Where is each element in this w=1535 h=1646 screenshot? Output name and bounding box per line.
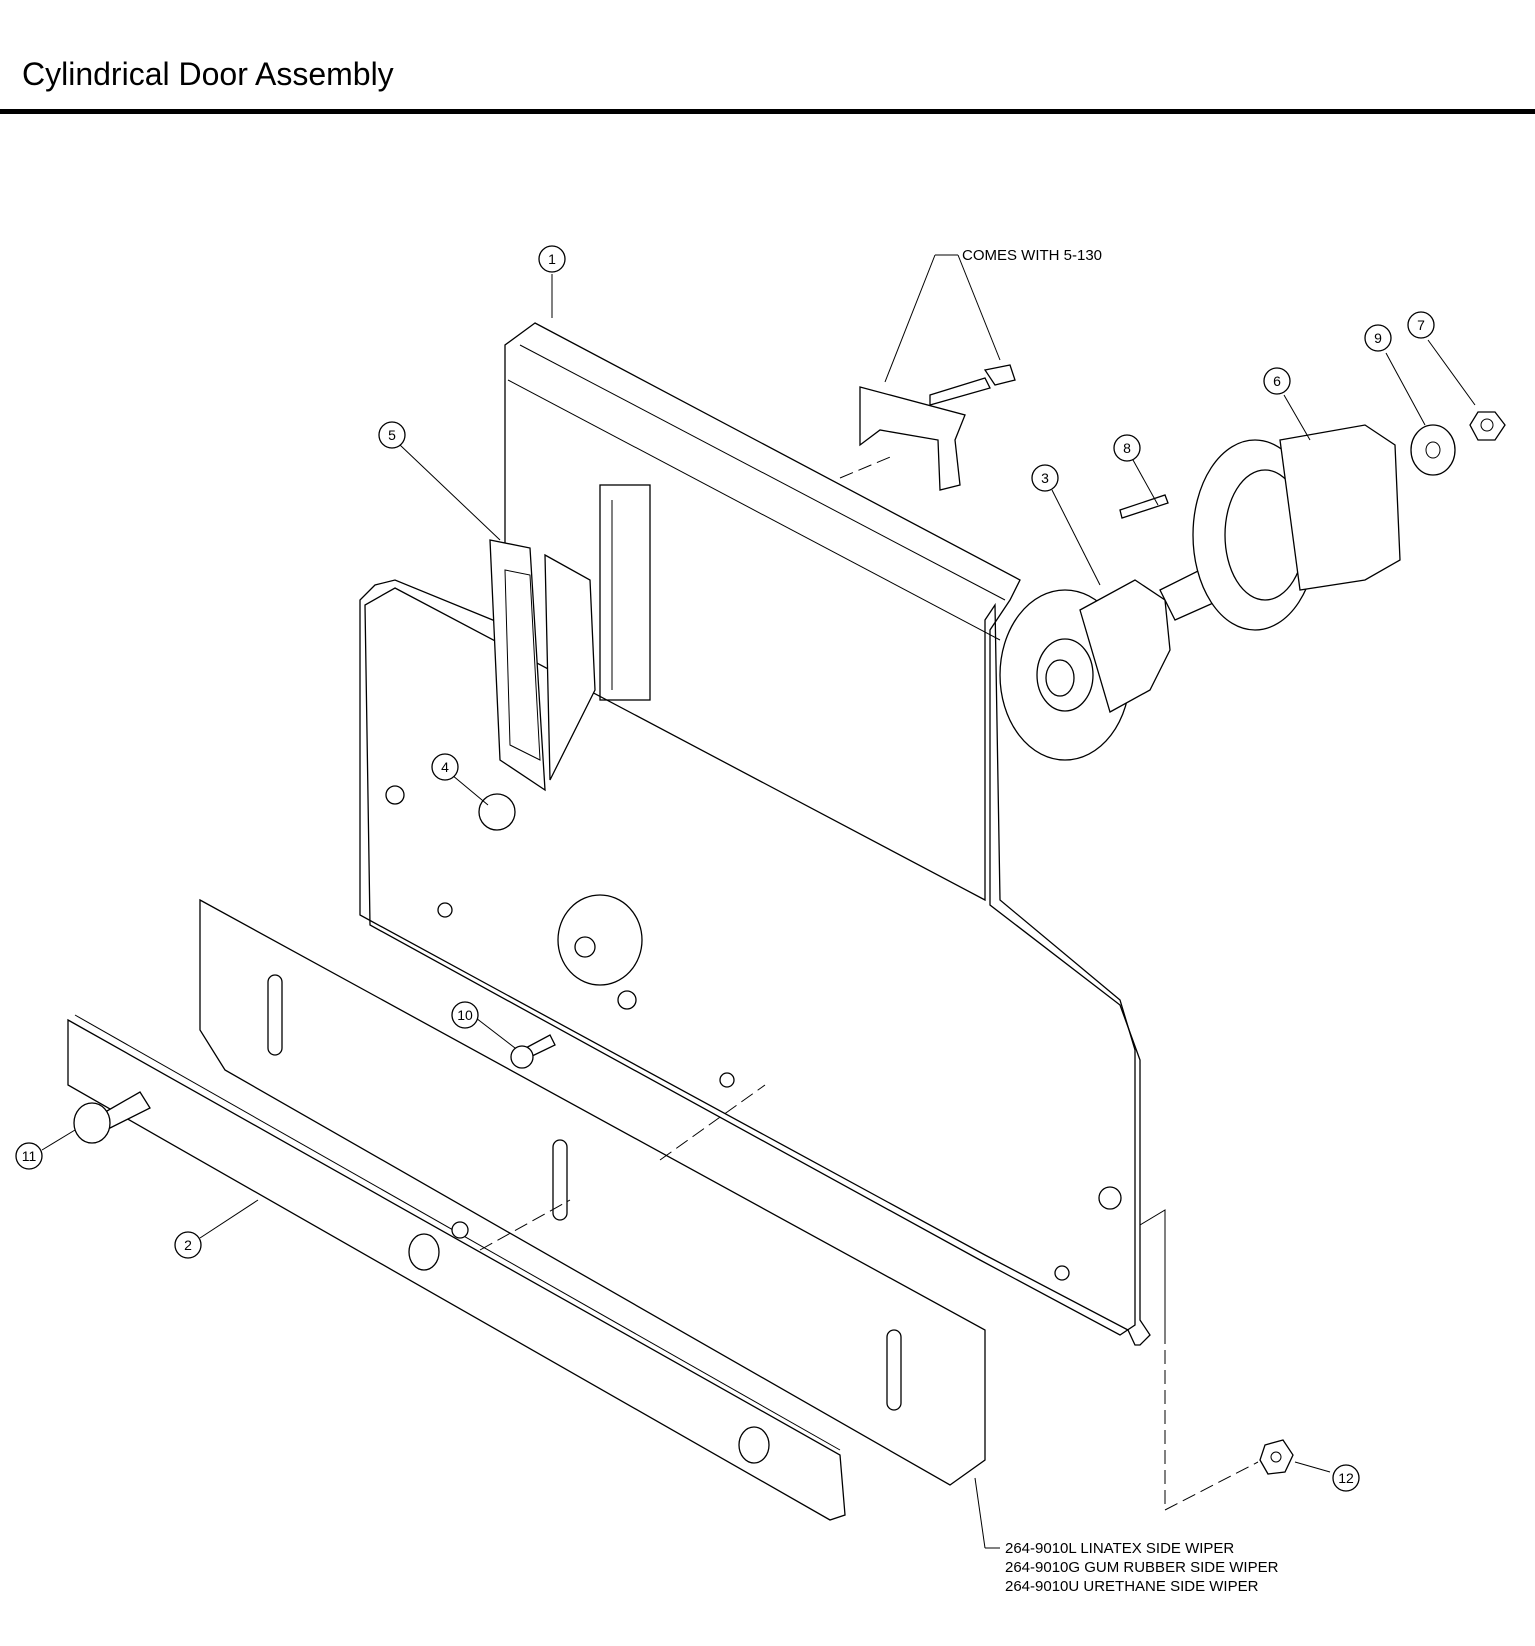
wiper-option-urethane: 264-9010U URETHANE SIDE WIPER (1005, 1578, 1259, 1595)
latch-part (489, 539, 596, 792)
svg-text:1: 1 (548, 251, 556, 267)
svg-text:6: 6 (1273, 373, 1281, 389)
hub-part (999, 564, 1221, 761)
svg-text:2: 2 (184, 1237, 192, 1253)
svg-text:8: 8 (1123, 440, 1131, 456)
page-title: Cylindrical Door Assembly (22, 56, 394, 92)
leader-lines (41, 254, 1476, 1549)
callout-9: 9 (1364, 324, 1392, 352)
side-wiper-strip-part (67, 898, 986, 1521)
svg-text:9: 9 (1374, 330, 1382, 346)
title-divider (0, 109, 1535, 114)
callout-12: 12 (1332, 1464, 1360, 1492)
washer-part (1410, 424, 1456, 476)
bracket-part (859, 364, 1016, 491)
callout-3: 3 (1031, 464, 1059, 492)
svg-text:10: 10 (457, 1007, 473, 1023)
svg-text:3: 3 (1041, 470, 1049, 486)
hex-nut-part (1469, 411, 1506, 441)
svg-text:12: 12 (1338, 1470, 1354, 1486)
callout-1: 1 (538, 245, 566, 273)
svg-text:11: 11 (22, 1148, 37, 1164)
bearing-flange-part (1192, 424, 1401, 631)
lock-nut-part (1259, 1439, 1294, 1475)
svg-text:5: 5 (388, 427, 396, 443)
callout-7: 7 (1407, 311, 1435, 339)
pin-part (1119, 494, 1169, 519)
callout-10: 10 (451, 1001, 479, 1029)
callout-8: 8 (1113, 434, 1141, 462)
svg-text:7: 7 (1417, 317, 1425, 333)
callout-11: 11 (15, 1142, 43, 1170)
callout-2: 2 (174, 1231, 202, 1259)
door-inner-panel (364, 587, 1136, 1336)
callout-5: 5 (378, 421, 406, 449)
wiper-option-gum-rubber: 264-9010G GUM RUBBER SIDE WIPER (1005, 1559, 1279, 1576)
plug-part (478, 793, 516, 831)
svg-text:4: 4 (441, 759, 449, 775)
comes-with-note: COMES WITH 5-130 (962, 247, 1102, 264)
callout-6: 6 (1263, 367, 1291, 395)
wiper-option-linatex: 264-9010L LINATEX SIDE WIPER (1005, 1540, 1234, 1557)
callout-4: 4 (431, 753, 459, 781)
